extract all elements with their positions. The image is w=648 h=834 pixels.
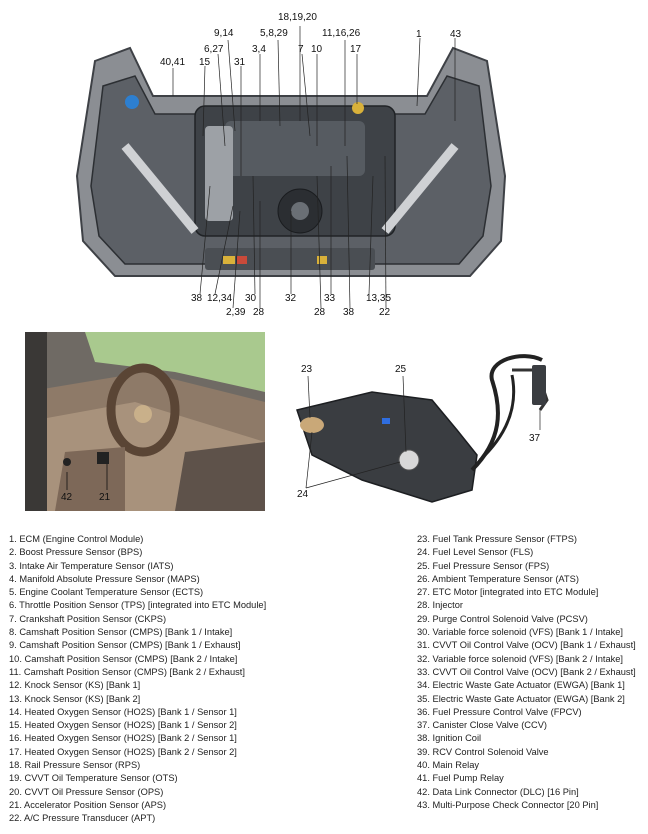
legend-item: 8. Camshaft Position Sensor (CMPS) [Bank… xyxy=(9,627,233,638)
legend-item: 20. CVVT Oil Pressure Sensor (OPS) xyxy=(9,786,164,797)
legend-item: 33. CVVT Oil Control Valve (OCV) [Bank 2… xyxy=(417,666,636,677)
callout-25: 25 xyxy=(395,364,407,375)
legend-item: 11. Camshaft Position Sensor (CMPS) [Ban… xyxy=(9,666,245,677)
callout-1: 1 xyxy=(416,29,422,40)
callout-17: 17 xyxy=(350,44,362,55)
callout-28-right: 28 xyxy=(314,307,326,318)
callout-7: 7 xyxy=(298,44,304,55)
legend-item: 16. Heated Oxygen Sensor (HO2S) [Bank 2 … xyxy=(9,733,237,744)
callout-28-left: 28 xyxy=(253,307,265,318)
interior-image xyxy=(25,332,265,511)
legend-right-column: 23. Fuel Tank Pressure Sensor (FTPS) 24.… xyxy=(417,533,645,812)
legend-item: 18. Rail Pressure Sensor (RPS) xyxy=(9,760,141,771)
legend-item: 30. Variable force solenoid (VFS) [Bank … xyxy=(417,627,624,638)
legend-item: 38. Ignition Coil xyxy=(417,733,482,744)
legend-left-column: 1. ECM (Engine Control Module) 2. Boost … xyxy=(9,533,329,826)
legend-item: 36. Fuel Pressure Control Valve (FPCV) xyxy=(417,706,582,717)
legend-item: 28. Injector xyxy=(417,600,463,611)
callout-24: 24 xyxy=(297,489,309,500)
callout-30: 30 xyxy=(245,293,257,304)
callout-21: 21 xyxy=(99,492,111,503)
legend-item: 1. ECM (Engine Control Module) xyxy=(9,534,144,544)
legend-item: 39. RCV Control Solenoid Valve xyxy=(417,746,549,757)
legend-item: 35. Electric Waste Gate Actuator (EWGA) … xyxy=(417,693,625,704)
legend-item: 6. Throttle Position Sensor (TPS) [integ… xyxy=(9,600,267,611)
legend-item: 9. Camshaft Position Sensor (CMPS) [Bank… xyxy=(9,640,241,651)
legend-item: 42. Data Link Connector (DLC) [16 Pin] xyxy=(417,786,579,797)
legend-item: 27. ETC Motor [integrated into ETC Modul… xyxy=(417,587,599,598)
fuel-tank-image xyxy=(296,354,549,503)
legend-item: 4. Manifold Absolute Pressure Sensor (MA… xyxy=(9,573,200,584)
callout-40-41: 40,41 xyxy=(160,57,186,68)
legend-item: 41. Fuel Pump Relay xyxy=(417,773,504,784)
callout-22: 22 xyxy=(379,307,391,318)
callout-2-39: 2,39 xyxy=(226,307,246,318)
legend-item: 32. Variable force solenoid (VFS) [Bank … xyxy=(417,653,624,664)
legend-item: 25. Fuel Pressure Sensor (FPS) xyxy=(417,560,550,571)
legend-item: 26. Ambient Temperature Sensor (ATS) xyxy=(417,573,579,584)
legend-item: 14. Heated Oxygen Sensor (HO2S) [Bank 1 … xyxy=(9,706,237,717)
callout-33: 33 xyxy=(324,293,336,304)
legend-item: 17. Heated Oxygen Sensor (HO2S) [Bank 2 … xyxy=(9,746,237,757)
legend-item: 24. Fuel Level Sensor (FLS) xyxy=(417,547,534,558)
callout-10: 10 xyxy=(311,44,323,55)
legend-item: 12. Knock Sensor (KS) [Bank 1] xyxy=(9,680,141,691)
legend-item: 10. Camshaft Position Sensor (CMPS) [Ban… xyxy=(9,653,238,664)
legend-item: 21. Accelerator Position Sensor (APS) xyxy=(9,799,167,810)
legend-item: 5. Engine Coolant Temperature Sensor (EC… xyxy=(9,587,204,598)
legend-item: 19. CVVT Oil Temperature Sensor (OTS) xyxy=(9,773,178,784)
callout-15: 15 xyxy=(199,57,211,68)
callout-42: 42 xyxy=(61,492,73,503)
legend-item: 43. Multi-Purpose Check Connector [20 Pi… xyxy=(417,799,599,810)
callout-32: 32 xyxy=(285,293,297,304)
callout-9-14: 9,14 xyxy=(214,28,234,39)
callout-3-4: 3,4 xyxy=(252,44,266,55)
callout-43: 43 xyxy=(450,29,462,40)
legend-item: 3. Intake Air Temperature Sensor (IATS) xyxy=(9,560,174,571)
callout-13-35: 13,35 xyxy=(366,293,392,304)
callout-5-8-29: 5,8,29 xyxy=(260,28,288,39)
legend-item: 40. Main Relay xyxy=(417,760,480,771)
callout-18-19-20: 18,19,20 xyxy=(278,12,317,23)
legend-item: 37. Canister Close Valve (CCV) xyxy=(417,720,548,731)
legend-item: 29. Purge Control Solenoid Valve (PCSV) xyxy=(417,613,588,624)
legend-item: 15. Heated Oxygen Sensor (HO2S) [Bank 1 … xyxy=(9,720,237,731)
callout-37: 37 xyxy=(529,433,541,444)
callout-23: 23 xyxy=(301,364,313,375)
legend-item: 13. Knock Sensor (KS) [Bank 2] xyxy=(9,693,141,704)
callout-31: 31 xyxy=(234,57,246,68)
engine-bay-image xyxy=(75,26,507,309)
callout-38-right: 38 xyxy=(343,307,355,318)
callout-6-27: 6,27 xyxy=(204,44,224,55)
legend-item: 34. Electric Waste Gate Actuator (EWGA) … xyxy=(417,680,625,691)
legend-item: 7. Crankshaft Position Sensor (CKPS) xyxy=(9,613,167,624)
callout-38-left: 38 xyxy=(191,293,203,304)
callout-11-16-26: 11,16,26 xyxy=(322,28,361,39)
legend-item: 2. Boost Pressure Sensor (BPS) xyxy=(9,547,143,558)
legend-item: 23. Fuel Tank Pressure Sensor (FTPS) xyxy=(417,534,578,544)
callout-12-34: 12,34 xyxy=(207,293,233,304)
legend-item: 22. A/C Pressure Transducer (APT) xyxy=(9,813,156,824)
legend-item: 31. CVVT Oil Control Valve (OCV) [Bank 1… xyxy=(417,640,636,651)
